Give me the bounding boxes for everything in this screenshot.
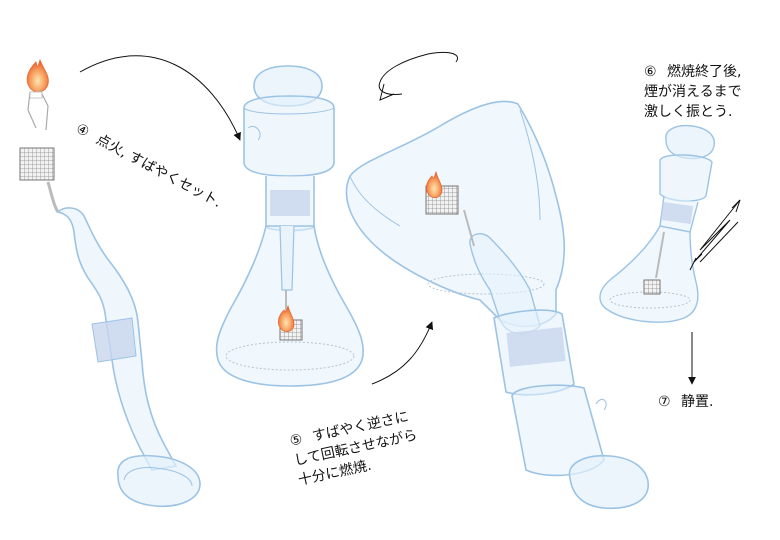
flame-icon [278,304,295,332]
flask-right [599,124,715,323]
flask-middle [215,65,364,387]
flame-icon [26,58,49,93]
step6-number: ⑥ [644,64,657,80]
stopper-handle [117,454,201,508]
erlenmeyer-body [215,225,364,387]
platinum-wire [46,181,60,213]
platinum-gauze-basket [643,279,661,295]
step5-number: ⑤ [288,431,305,450]
flame-icon [426,170,443,198]
arrow-step5 [371,321,434,385]
arrow-step4 [79,55,241,141]
step7-text: 静置. [681,394,714,410]
step6-line1: 燃焼終了後, [667,64,742,80]
step6-label: ⑥ 燃焼終了後, 煙が消えるまで 激しく振とう. [644,62,742,122]
stopper-with-sample-left [19,58,201,508]
step7-label: ⑦ 静置. [658,392,713,412]
small-flask-body [599,225,699,323]
step6-line3: 激しく振とう. [644,104,733,120]
shake-arrow-icon [689,199,741,271]
stopper-knob [568,454,649,510]
flask-inverted [345,100,649,510]
rotation-arrow-icon [378,51,458,95]
absorbing-solution [225,341,355,371]
paper-wick [27,89,49,131]
platinum-gauze-basket [19,147,55,181]
step7-number: ⑦ [658,394,671,410]
step6-line2: 煙が消えるまで [644,84,742,100]
